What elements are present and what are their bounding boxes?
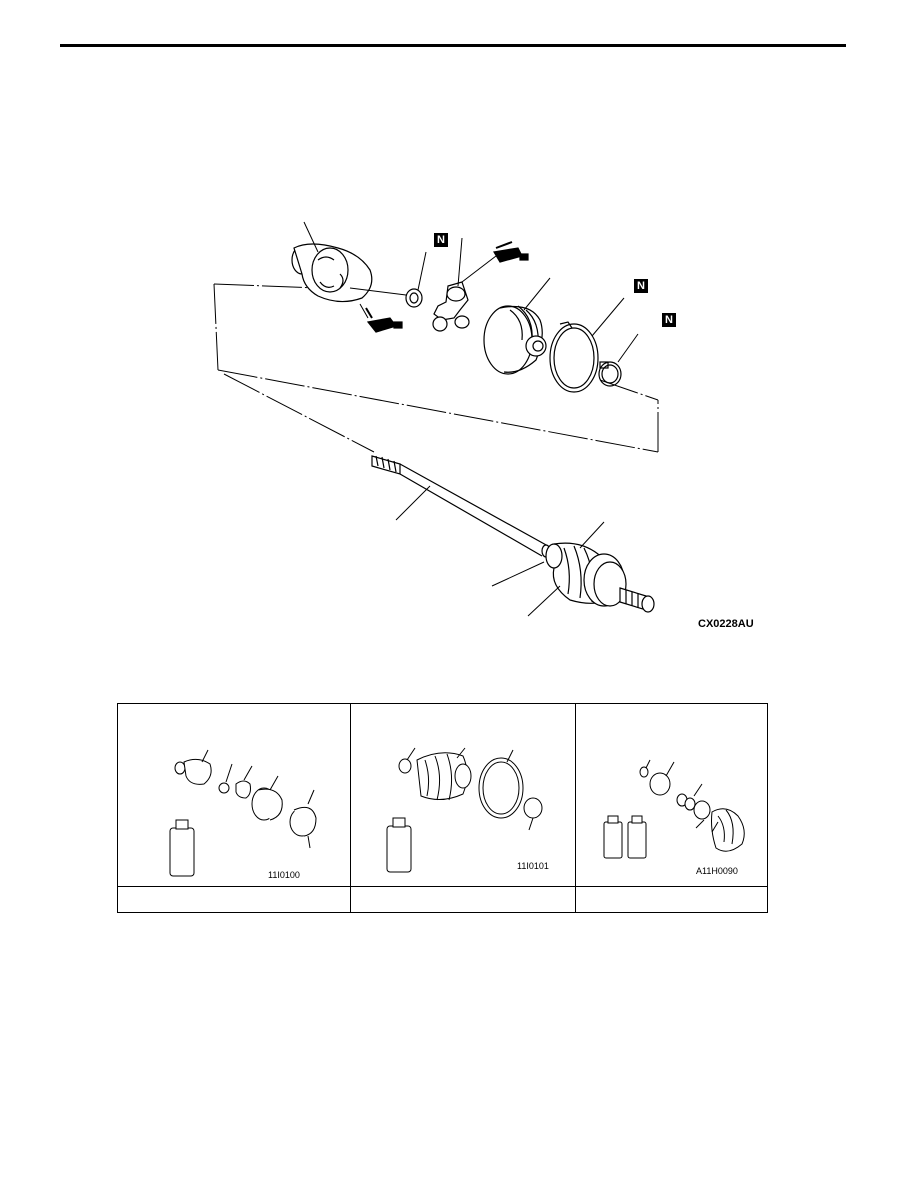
kit-caption xyxy=(118,886,350,913)
outer-housing xyxy=(291,243,373,303)
grease-tube-icon xyxy=(359,303,403,333)
outer-joint-boot xyxy=(545,542,655,613)
drive-shaft xyxy=(371,455,551,558)
kit-cell-inner-joint: 11I0100 xyxy=(118,704,350,886)
inner-boot xyxy=(483,305,547,375)
kit-code: 11I0101 xyxy=(517,861,549,871)
kit-cell-boot: 11I0101 xyxy=(351,704,575,886)
new-part-badge: N xyxy=(662,313,676,327)
table-divider xyxy=(575,704,576,912)
boot-band-small xyxy=(598,361,622,387)
driveshaft-exploded-diagram xyxy=(213,221,659,617)
boot-band-large xyxy=(549,321,599,393)
page-header-rule xyxy=(60,44,846,47)
kit-cell-outer-boot: A11H0090 xyxy=(576,704,767,886)
snap-ring xyxy=(405,288,423,308)
spider-assembly xyxy=(432,281,470,332)
kit-code: A11H0090 xyxy=(696,866,738,876)
inner-joint-kit-illustration xyxy=(169,749,317,877)
kit-caption xyxy=(576,886,767,913)
table-divider xyxy=(350,704,351,912)
figure-code: CX0228AU xyxy=(698,618,754,630)
kit-caption xyxy=(351,886,575,913)
kit-code: 11I0100 xyxy=(268,870,300,880)
grease-tube-icon xyxy=(493,241,529,263)
repair-kit-table: 11I0100 11I0101 xyxy=(117,703,768,913)
boot-kit-illustration xyxy=(386,747,543,873)
new-part-badge: N xyxy=(634,279,648,293)
outer-boot-kit-illustration xyxy=(603,759,745,859)
new-part-badge: N xyxy=(434,233,448,247)
